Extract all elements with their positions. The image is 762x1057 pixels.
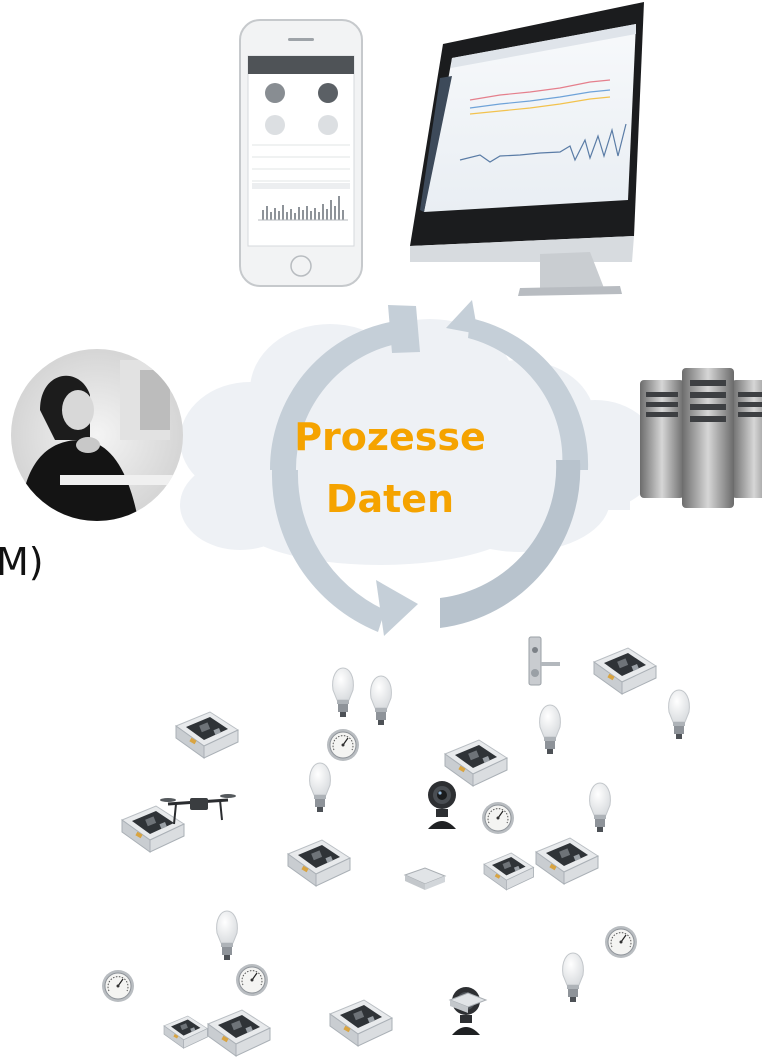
door-lock-icon xyxy=(528,636,560,686)
center-label-processes: Prozesse xyxy=(294,415,486,459)
monitor-icon xyxy=(410,2,644,296)
server-rack-icon xyxy=(640,368,762,508)
smartphone-icon xyxy=(239,19,363,287)
center-label-data: Daten xyxy=(325,477,455,521)
drone-icon xyxy=(160,794,236,825)
cycle-arrows xyxy=(269,300,589,636)
person-at-computer-icon xyxy=(11,349,183,521)
cropped-label-fragment: M) xyxy=(0,540,44,584)
hub-icon xyxy=(403,867,488,1013)
